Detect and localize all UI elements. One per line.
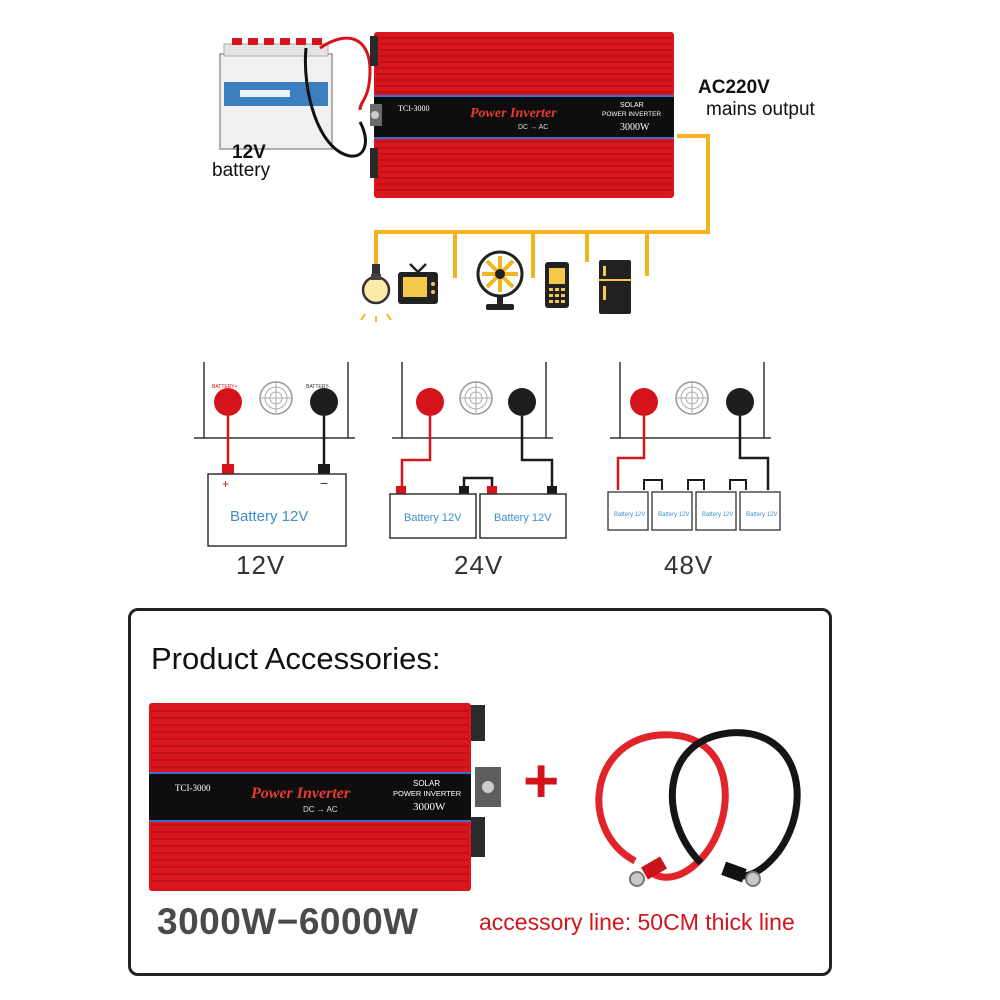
inverter-solar: SOLAR: [413, 779, 441, 788]
output-voltage-label: AC220V: [698, 77, 770, 98]
battery-text: Battery 12V: [230, 508, 309, 525]
ac-wiring: [374, 134, 710, 278]
fridge-icon: [599, 260, 631, 314]
svg-text:+: +: [222, 477, 229, 491]
inverter-solar-sub: POWER INVERTER: [393, 789, 462, 798]
config-12v-label: 12V: [236, 550, 286, 580]
cooling-fan-icon: [675, 381, 709, 415]
cooling-fan-icon: [459, 381, 493, 415]
top-diagram: 12V battery TCI-3000 Power Inverter: [0, 0, 1000, 340]
plus-icon: +: [523, 747, 560, 816]
accessories-box: Product Accessories: TCI-3000 Power Inve…: [128, 608, 832, 976]
battery-text: Battery 12V: [658, 512, 690, 518]
battery-text: Battery 12V: [494, 512, 552, 524]
inverter-solar: SOLAR: [620, 102, 644, 109]
fan-icon: [476, 250, 524, 310]
config-48v-label: 48V: [664, 550, 714, 580]
battery-text: Battery 12V: [746, 512, 778, 518]
inverter-wattage: 3000W: [620, 122, 650, 133]
terminal-neg-label: BATTERY-: [306, 384, 330, 390]
battery-text: Battery 12V: [404, 512, 462, 524]
bulb-icon: [360, 264, 392, 322]
inverter-top: TCI-3000 Power Inverter DC → AC SOLAR PO…: [370, 30, 680, 200]
cables-icon: [595, 729, 801, 887]
config-24v-label: 24V: [454, 550, 504, 580]
accessories-title: Product Accessories:: [151, 641, 441, 676]
battery-text: Battery 12V: [614, 512, 646, 518]
inverter-wattage: 3000W: [413, 801, 446, 813]
config-48v: Battery 12V Battery 12V Battery 12V Batt…: [606, 360, 786, 590]
phone-icon: [545, 262, 569, 308]
battery-label: battery: [212, 160, 271, 181]
output-label: mains output: [706, 99, 815, 120]
terminal-pos-label: BATTERY+: [212, 384, 238, 390]
config-24v-diagram: [389, 362, 567, 539]
battery-voltage-label: 12V: [232, 142, 266, 163]
accessory-line-text: accessory line: 50CM thick line: [479, 909, 795, 935]
inverter-model: TCI-3000: [398, 104, 430, 113]
config-12v-diagram: + −: [194, 362, 355, 547]
car-battery-icon: [219, 36, 372, 158]
tv-icon: [398, 263, 438, 304]
power-range: 3000W−6000W: [157, 901, 419, 942]
inverter-mode: DC → AC: [518, 124, 549, 131]
inverter-brand: Power Inverter: [251, 785, 351, 802]
inverter-body: [149, 703, 501, 891]
config-48v-diagram: [607, 362, 781, 531]
inverter-body: [370, 32, 674, 198]
inverter-brand: Power Inverter: [470, 106, 557, 121]
inverter-bottom: TCI-3000 Power Inverter DC → AC SOLAR PO…: [145, 699, 505, 895]
battery-text: Battery 12V: [702, 512, 734, 518]
cooling-fan-icon: [259, 381, 293, 415]
inverter-model: TCI-3000: [175, 783, 211, 793]
inverter-mode: DC → AC: [303, 805, 338, 814]
config-12v: + − BATTERY+ BATTERY- Battery 12V 12V: [190, 360, 360, 590]
config-24v: Battery 12V Battery 12V 24V: [388, 360, 578, 590]
svg-text:−: −: [320, 475, 328, 491]
inverter-solar-sub: POWER INVERTER: [602, 111, 662, 118]
